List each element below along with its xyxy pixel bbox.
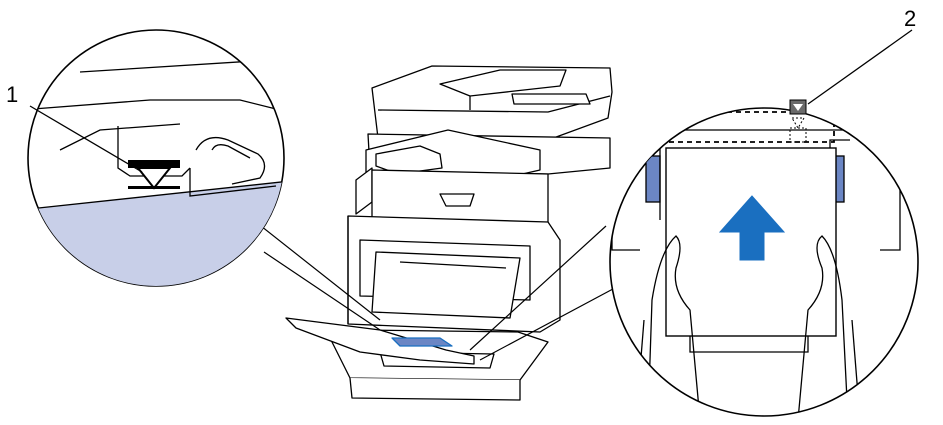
callout-label-2: 2 (904, 6, 917, 31)
paper-level-indicator-icon (789, 99, 807, 143)
callout-2-leader (807, 29, 913, 105)
right-zoom-detail (609, 29, 919, 417)
callout-label-1: 1 (6, 82, 19, 107)
left-zoom-detail (27, 29, 285, 287)
callout-1-leader (29, 105, 143, 173)
insert-paper-up-arrow-icon (718, 195, 786, 261)
printer (285, 65, 613, 401)
paper-level-mark-triangle-icon (128, 160, 180, 190)
